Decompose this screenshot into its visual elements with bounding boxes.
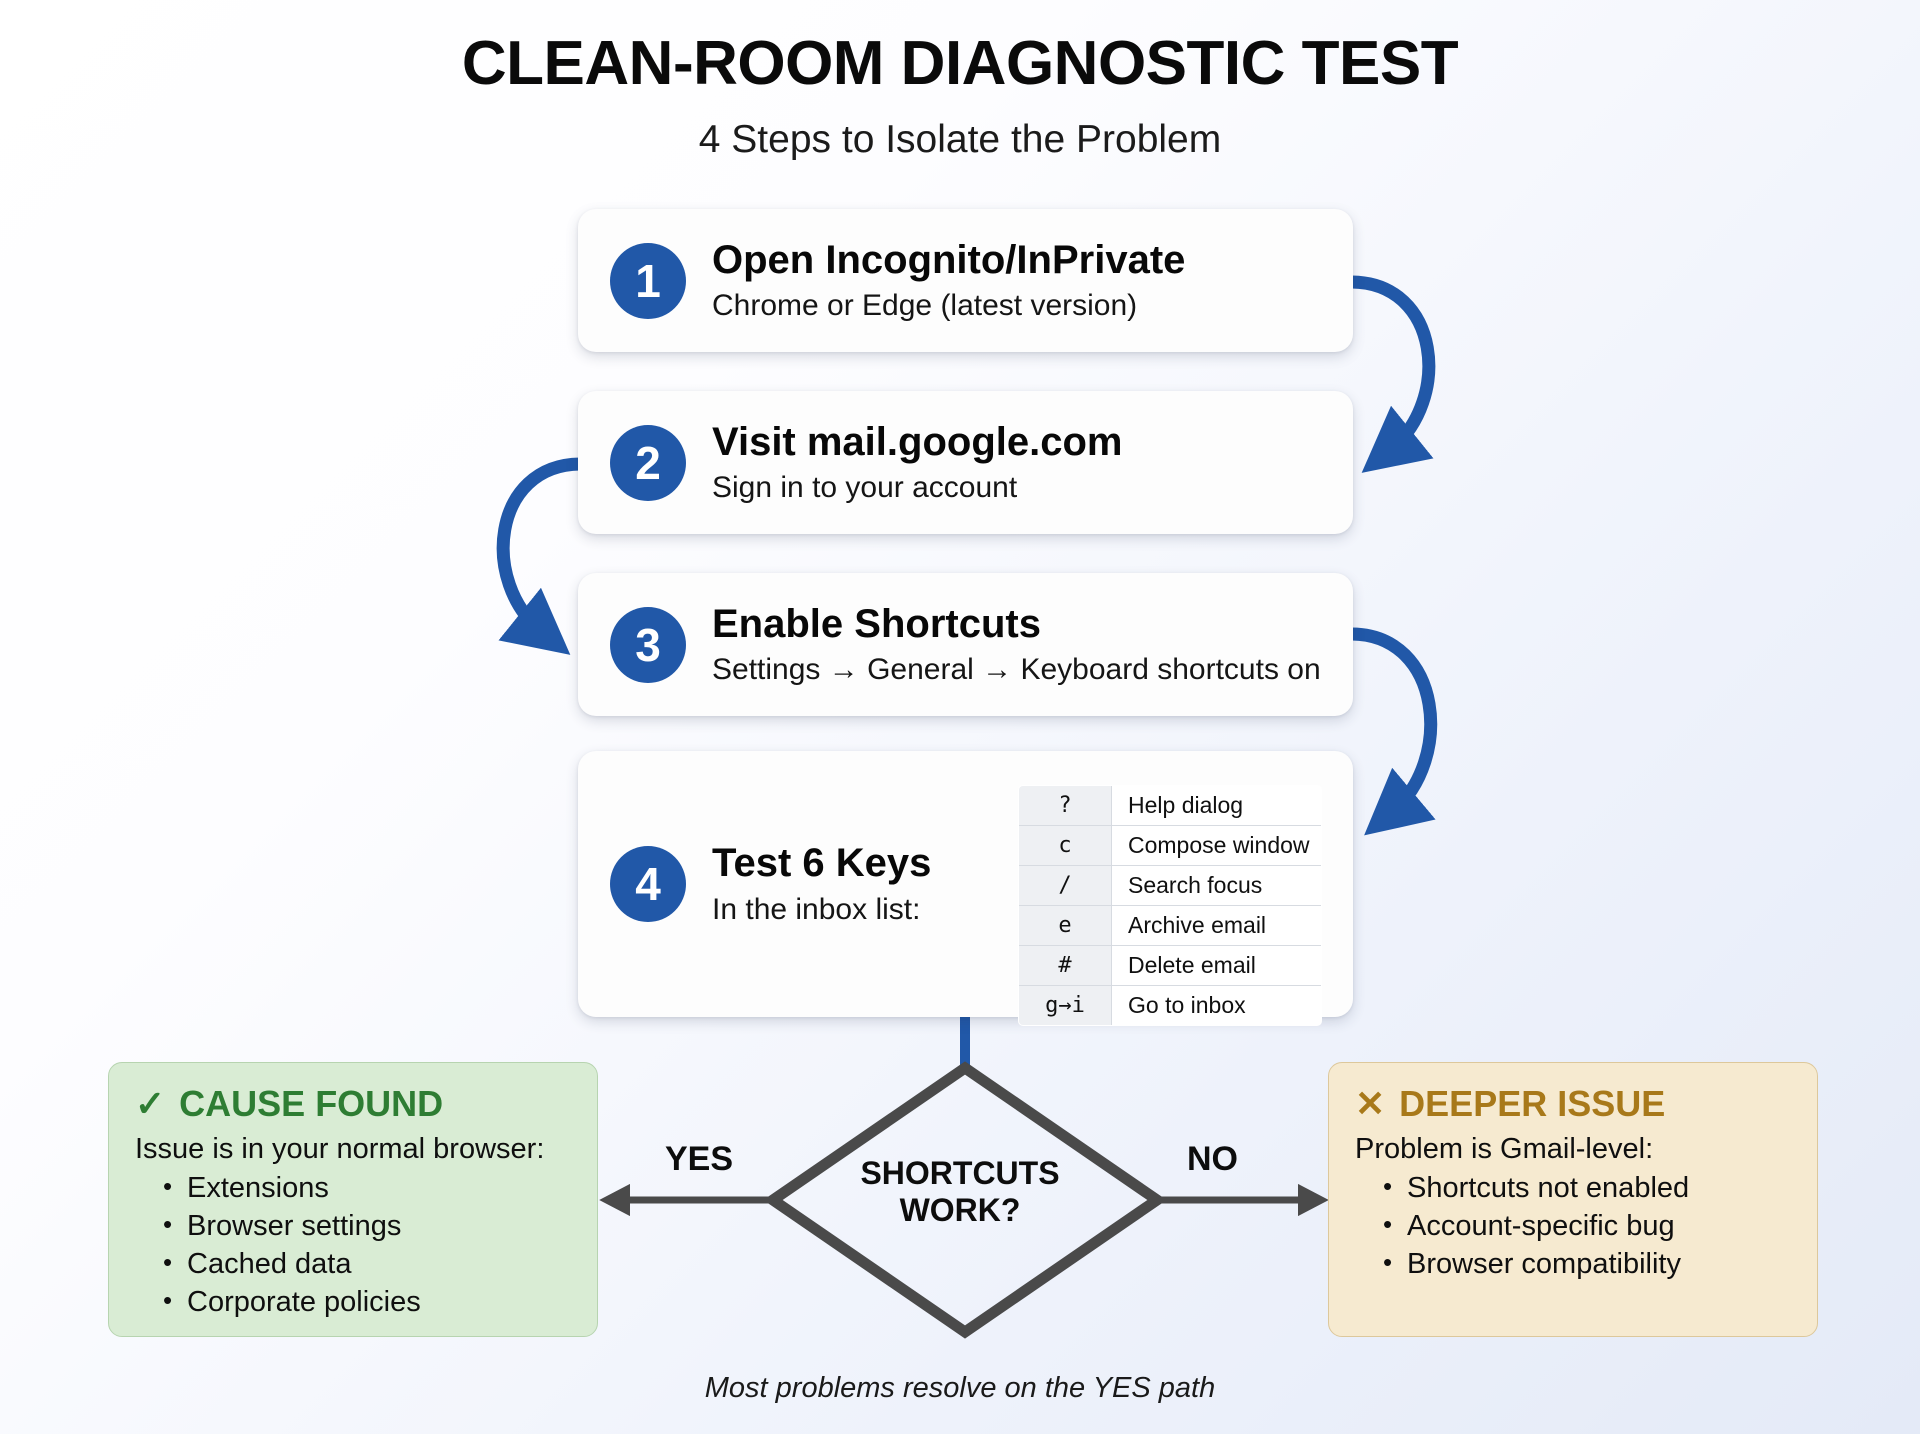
list-item: Shortcuts not enabled	[1383, 1169, 1791, 1208]
outcome-deeper-issue-list: Shortcuts not enabled Account-specific b…	[1355, 1169, 1791, 1284]
shortcut-action: Go to inbox	[1111, 985, 1321, 1025]
step-number-badge-2: 2	[610, 424, 686, 501]
decision-label-line1: SHORTCUTS	[860, 1155, 1060, 1191]
outcome-deeper-issue: ✕ DEEPER ISSUE Problem is Gmail-level: S…	[1328, 1062, 1818, 1337]
decision-label: SHORTCUTS WORK?	[790, 1155, 1130, 1229]
table-row: g→i Go to inbox	[1019, 985, 1321, 1025]
connector-step2-to-step3	[496, 457, 581, 655]
keyboard-shortcuts-table: ? Help dialog c Compose window / Search …	[1018, 785, 1322, 1026]
step-card-1[interactable]: 1 Open Incognito/InPrivate Chrome or Edg…	[578, 209, 1353, 352]
step-number-badge-1: 1	[610, 242, 686, 319]
step-card-2-subtitle: Sign in to your account	[712, 471, 1018, 505]
outcome-cause-found-title: CAUSE FOUND	[179, 1083, 444, 1124]
step-card-1-title: Open Incognito/InPrivate	[712, 237, 1186, 282]
list-item: Browser settings	[163, 1207, 571, 1246]
shortcut-key: #	[1019, 945, 1112, 986]
step-number-badge-4: 4	[610, 846, 686, 922]
step-card-2-text: Visit mail.google.com Sign in to your ac…	[712, 419, 1123, 505]
outcome-deeper-issue-heading: ✕ DEEPER ISSUE	[1355, 1083, 1791, 1125]
shortcut-action: Help dialog	[1128, 792, 1244, 818]
connector-step3-to-step4	[1351, 627, 1438, 836]
step-card-4-title: Test 6 Keys	[712, 841, 932, 886]
step-card-1-text: Open Incognito/InPrivate Chrome or Edge …	[712, 237, 1186, 323]
shortcut-action: Delete email	[1111, 945, 1321, 986]
list-item: Extensions	[163, 1169, 571, 1208]
footnote: Most problems resolve on the YES path	[704, 1372, 1216, 1404]
shortcut-key: e	[1019, 905, 1112, 946]
shortcut-action: Search focus	[1111, 865, 1321, 906]
step-card-4[interactable]: 4 Test 6 Keys In the inbox list: ? Help …	[578, 751, 1353, 1026]
check-icon: ✓	[135, 1083, 166, 1124]
shortcut-action: Compose window	[1111, 825, 1321, 866]
list-item: Browser compatibility	[1383, 1245, 1791, 1284]
page-subtitle: 4 Steps to Isolate the Problem	[698, 118, 1222, 161]
cross-icon: ✕	[1355, 1083, 1386, 1124]
no-branch-label: NO	[1187, 1140, 1238, 1178]
step-card-1-subtitle: Chrome or Edge (latest version)	[712, 289, 1138, 323]
shortcut-key: g→i	[1019, 985, 1112, 1025]
list-item: Cached data	[163, 1245, 571, 1284]
outcome-cause-found-heading: ✓ CAUSE FOUND	[135, 1083, 571, 1125]
step-card-3-subtitle: Settings → General → Keyboard shortcuts …	[712, 653, 1321, 687]
step-card-3[interactable]: 3 Enable Shortcuts Settings → General → …	[578, 573, 1353, 716]
decision-label-line2: WORK?	[899, 1192, 1021, 1229]
page-title: CLEAN-ROOM DIAGNOSTIC TEST	[461, 29, 1459, 98]
shortcut-key: ?	[1019, 786, 1112, 826]
shortcut-key: /	[1019, 865, 1112, 906]
step-number-badge-3: 3	[610, 606, 686, 683]
table-row: e Archive email	[1019, 905, 1321, 946]
connector-step1-to-step2	[1351, 275, 1436, 473]
step-card-4-left: 4 Test 6 Keys In the inbox list:	[578, 841, 932, 926]
step-card-2-title: Visit mail.google.com	[712, 419, 1123, 464]
table-row: # Delete email	[1019, 945, 1321, 986]
outcome-deeper-issue-title: DEEPER ISSUE	[1399, 1083, 1666, 1124]
table-row: c Compose window	[1019, 825, 1321, 866]
outcome-cause-found-lead: Issue is in your normal browser:	[135, 1133, 545, 1165]
step-card-4-text: Test 6 Keys In the inbox list:	[712, 841, 932, 926]
list-item: Account-specific bug	[1383, 1207, 1791, 1246]
outcome-deeper-issue-lead: Problem is Gmail-level:	[1355, 1133, 1654, 1165]
table-row: ? Help dialog	[1019, 786, 1321, 826]
outcome-cause-found-list: Extensions Browser settings Cached data …	[135, 1169, 571, 1322]
shortcut-key: c	[1019, 825, 1112, 866]
step-card-3-text: Enable Shortcuts Settings → General → Ke…	[712, 601, 1321, 687]
yes-branch-label: YES	[665, 1140, 734, 1178]
step-card-2[interactable]: 2 Visit mail.google.com Sign in to your …	[578, 391, 1353, 534]
shortcut-action: Archive email	[1111, 905, 1321, 946]
list-item: Corporate policies	[163, 1283, 571, 1322]
step-card-4-subtitle: In the inbox list:	[712, 892, 921, 926]
outcome-cause-found: ✓ CAUSE FOUND Issue is in your normal br…	[108, 1062, 598, 1337]
table-row: / Search focus	[1019, 865, 1321, 906]
step-card-3-title: Enable Shortcuts	[712, 601, 1041, 646]
